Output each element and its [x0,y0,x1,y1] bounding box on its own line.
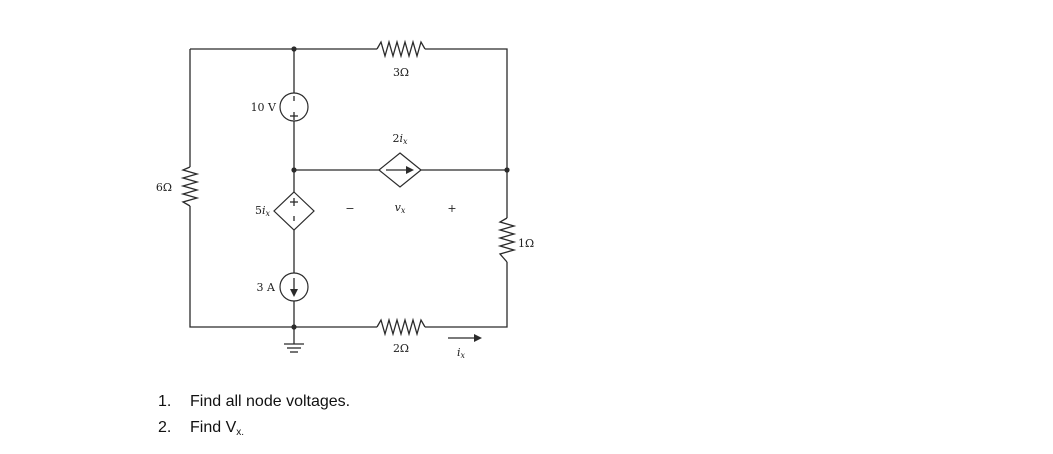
resistor-2ohm [376,317,426,337]
task-number: 1. [158,393,172,410]
dependent-voltage-source [273,191,315,231]
ix-label: ix [457,346,466,360]
label-10v: 10 V [251,101,277,114]
resistor-6ohm [180,166,200,207]
task-number: 2. [158,419,172,436]
wire-top-right [425,48,508,218]
node-dot-middle-right [504,167,510,173]
resistor-3ohm [376,39,426,59]
current-source-3a [279,272,309,302]
task-text: Find V [190,419,237,436]
dependent-current-source [378,152,422,188]
vx-label: vx [395,201,406,215]
voltage-source-10v [279,92,309,122]
label-6ohm: 6Ω [156,181,172,194]
label-1ohm: 1Ω [518,237,534,250]
circuit-diagram: 3Ω 6Ω 1Ω 2Ω 10 V 3 A 2ix 5ix − vx + ix [156,39,534,360]
vx-plus-sign: + [447,202,456,215]
node-dot-top [291,46,297,52]
task-item-2: 2. Find Vx. [158,417,350,443]
wire-left-bottom [189,206,377,328]
current-arrow-ix [448,334,482,342]
label-2ix: 2ix [392,132,408,146]
label-3a: 3 A [257,281,276,294]
label-3ohm: 3Ω [393,66,409,79]
task-text: Find all node voltages. [190,393,351,410]
ground-symbol [284,343,304,353]
task-subscript: x. [236,427,245,438]
resistor-1ohm [497,217,517,263]
label-5ix: 5ix [255,204,271,218]
vx-minus-sign: − [345,202,354,215]
task-item-1: 1. Find all node voltages. [158,391,350,417]
node-dot-bottom [291,324,297,330]
task-list: 1. Find all node voltages. 2. Find Vx. [158,391,350,443]
wire-right-bottom [425,262,508,328]
label-2ohm: 2Ω [393,342,409,355]
node-dot-middle-left [291,167,297,173]
